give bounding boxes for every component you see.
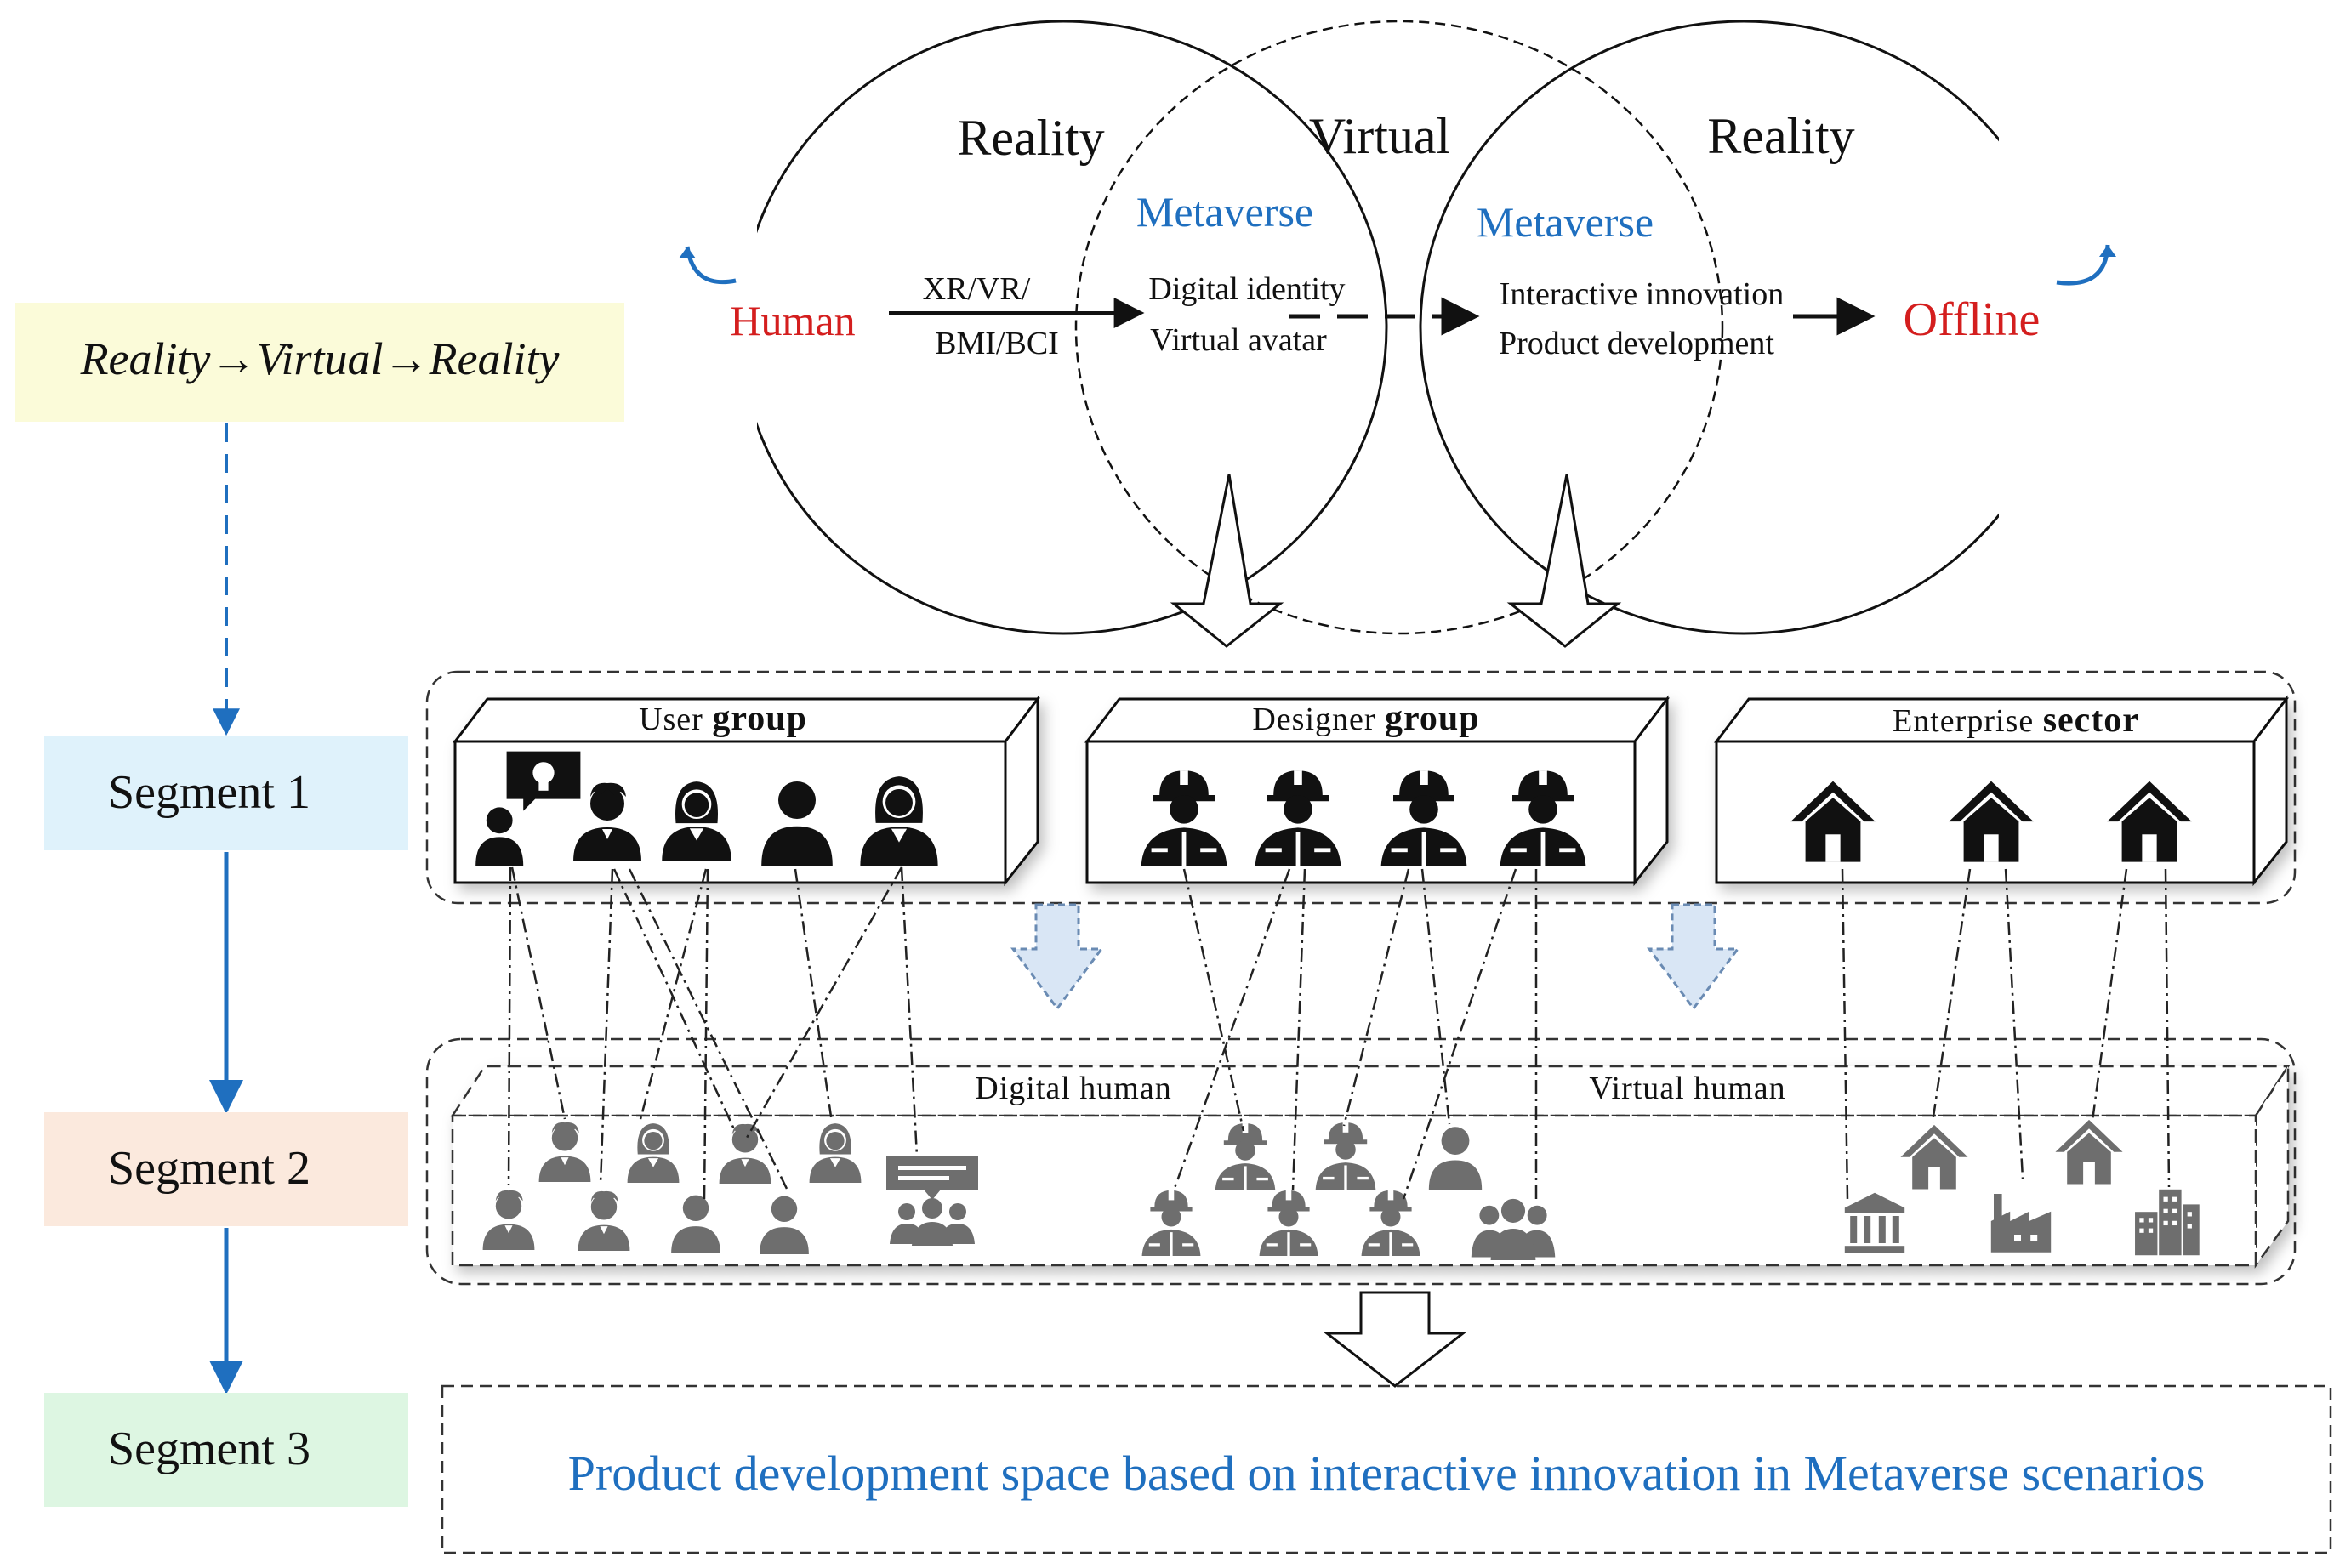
metaverse-right-label: Metaverse bbox=[1477, 198, 1654, 246]
reality-right-title: Reality bbox=[1707, 108, 1854, 164]
human-label: Human bbox=[730, 297, 855, 344]
venn-diagram: Reality Virtual Reality Metaverse Metave… bbox=[679, 0, 2116, 648]
metaverse-left-label: Metaverse bbox=[1136, 188, 1313, 236]
offline-loop-arrow bbox=[2056, 244, 2110, 286]
identity-line-1: Digital identity bbox=[1148, 271, 1345, 307]
hollow-down-arrow-segment-3 bbox=[1323, 1291, 1467, 1388]
designer-group-title: Designer group bbox=[1252, 699, 1479, 738]
offline-label: Offline bbox=[1904, 293, 2041, 346]
segment-3-box bbox=[44, 1393, 408, 1507]
segment-2-box bbox=[44, 1112, 408, 1226]
segment-1-label: Segment 1 bbox=[108, 766, 310, 819]
virtual-title: Virtual bbox=[1309, 108, 1450, 164]
segment-3-label: Segment 3 bbox=[108, 1423, 310, 1475]
segment-3-description: Product development space based on inter… bbox=[568, 1446, 2206, 1501]
reality-virtual-reality-box bbox=[15, 303, 624, 422]
tech-line-2: BMI/BCI bbox=[935, 326, 1059, 361]
reality-left-title: Reality bbox=[957, 110, 1104, 166]
enterprise-sector-title: Enterprise sector bbox=[1893, 701, 2139, 740]
hollow-down-arrow-right bbox=[1506, 474, 1622, 648]
connection-lines bbox=[507, 866, 2171, 1200]
light-down-arrow-left bbox=[1010, 903, 1104, 1011]
segment-2-panel: Digital human Virtual human bbox=[425, 1037, 2297, 1286]
flow-column: Reality→Virtual→Reality Segment 1 Segmen… bbox=[15, 303, 624, 1507]
digital-human-label: Digital human bbox=[975, 1071, 1171, 1106]
tech-line-1: XR/VR/ bbox=[923, 271, 1031, 307]
hollow-down-arrow-left bbox=[1170, 474, 1284, 648]
human-loop-arrow bbox=[685, 246, 737, 285]
innovation-line-1: Interactive innovation bbox=[1500, 276, 1785, 312]
light-down-arrow-right bbox=[1647, 903, 1740, 1011]
identity-line-2: Virtual avatar bbox=[1150, 322, 1327, 358]
segment-1-dashed-frame bbox=[425, 670, 2297, 905]
segment-2-dashed-frame bbox=[425, 1037, 2297, 1286]
segment-1-panel: User group Designer group bbox=[425, 670, 2297, 1011]
innovation-line-2: Product development bbox=[1499, 326, 1774, 361]
virtual-human-label: Virtual human bbox=[1589, 1071, 1785, 1106]
segment-3-text-frame bbox=[441, 1384, 2332, 1554]
reality-virtual-reality-label: Reality→Virtual→Reality bbox=[80, 333, 560, 384]
right-reality-circle bbox=[1419, 20, 1999, 635]
segment-1-box bbox=[44, 736, 408, 850]
virtual-circle bbox=[1074, 20, 1724, 635]
segment-2-label: Segment 2 bbox=[108, 1142, 310, 1195]
user-group-title: User group bbox=[639, 699, 807, 738]
